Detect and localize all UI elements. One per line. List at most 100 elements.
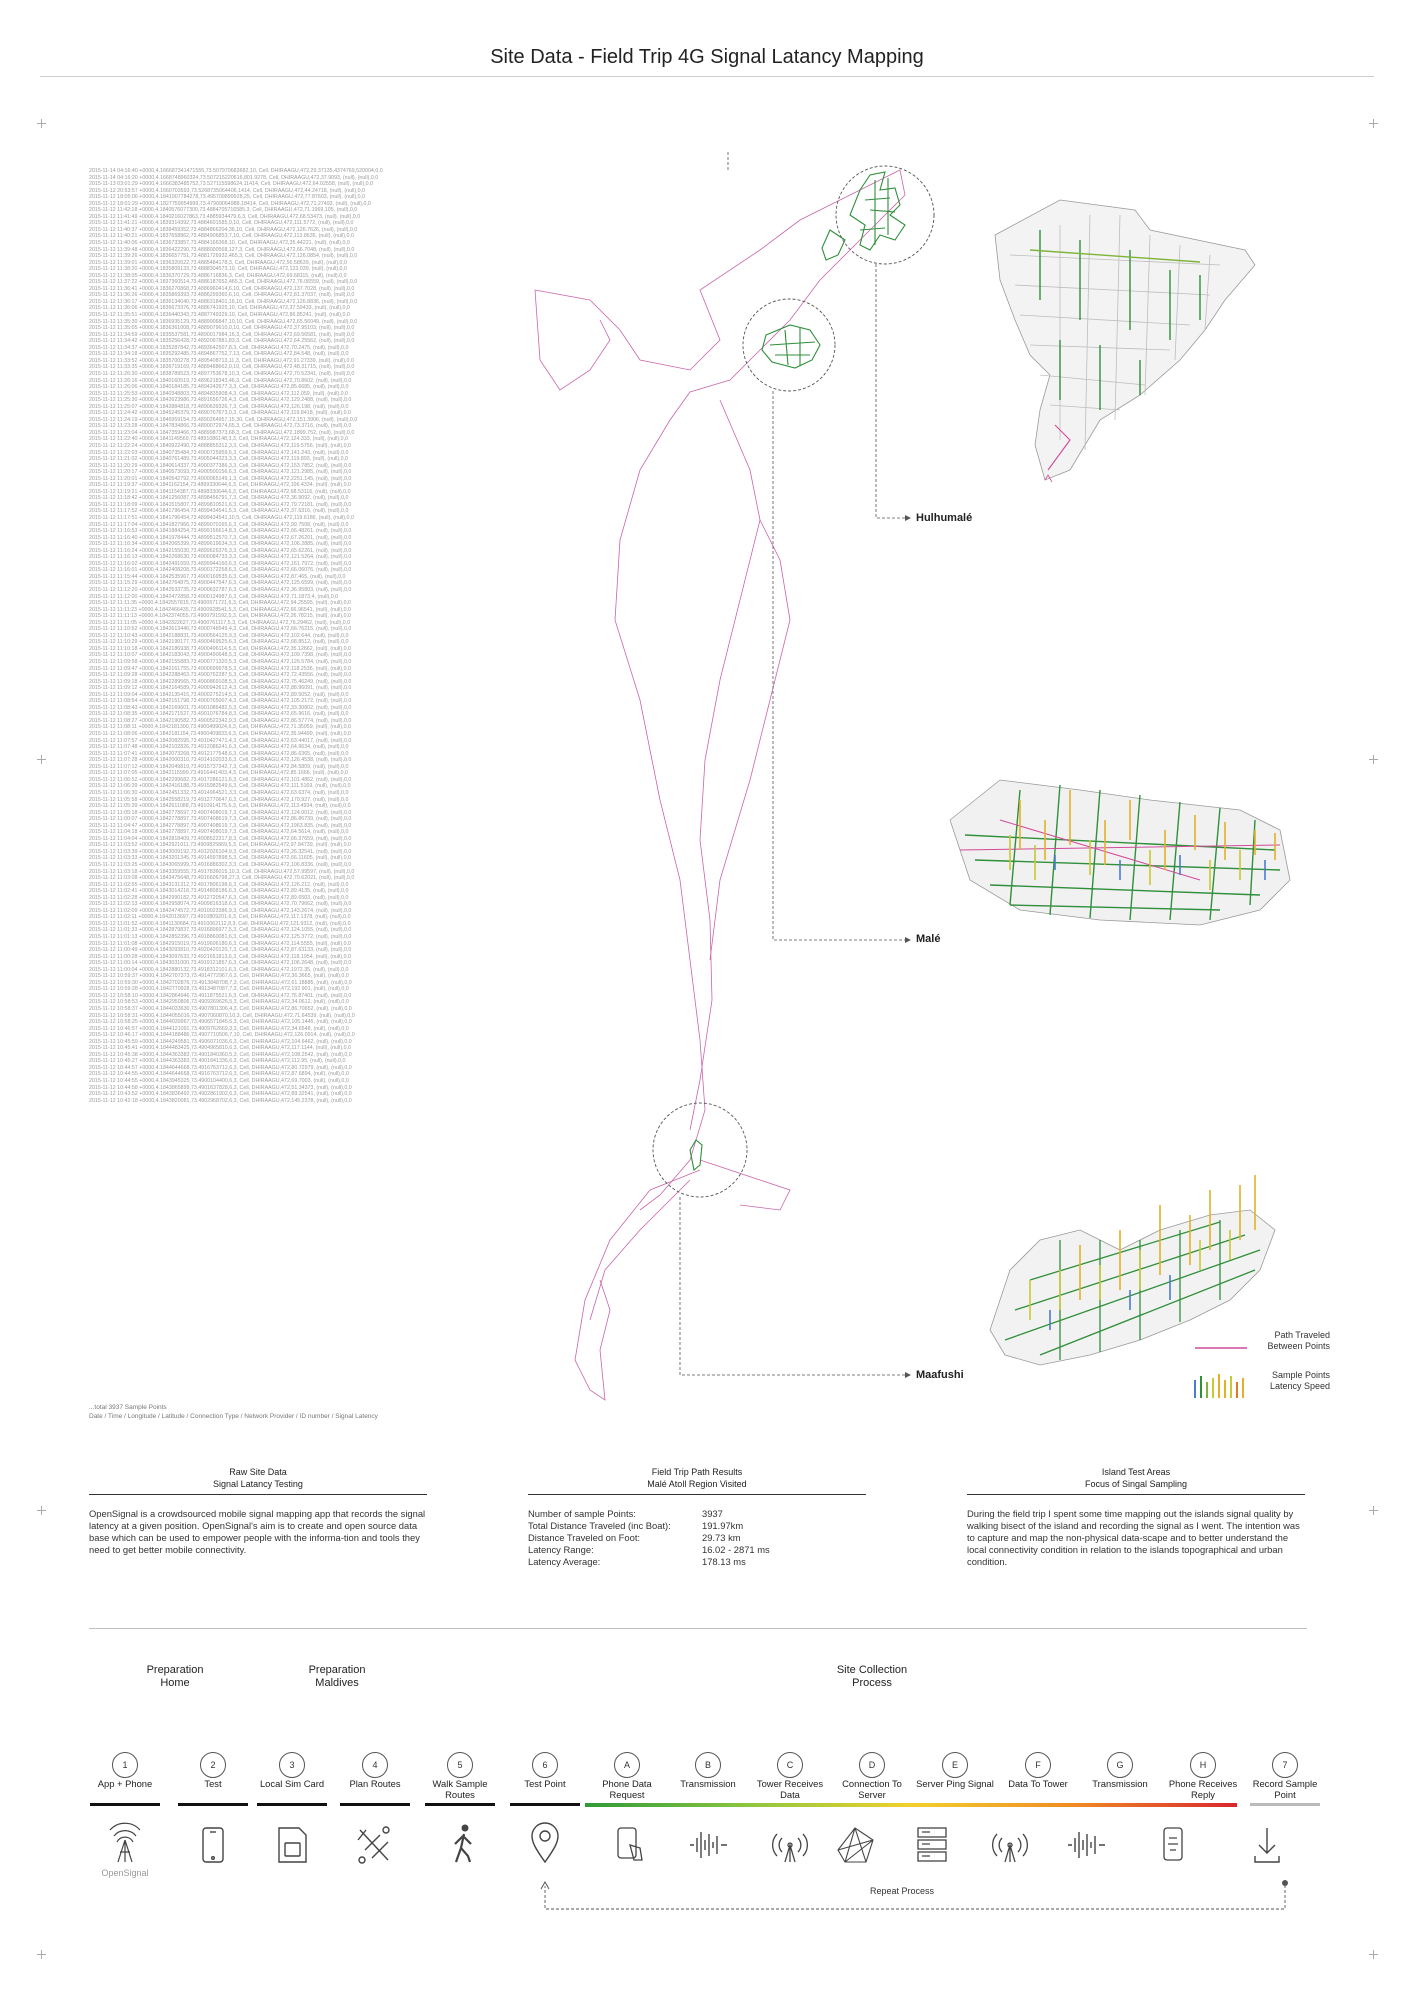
- walking-person-icon: [454, 1824, 472, 1863]
- raw-data-row: 2015-11-12 11:19:37 +0000,4.1841162154,7…: [89, 482, 351, 489]
- phone-signal-icon: [1163, 1827, 1183, 1861]
- island-label-hulhumale: Hulhumalé: [916, 512, 973, 524]
- step-label: Phone Data Request: [602, 1778, 652, 1800]
- step-number-3: 3: [279, 1752, 305, 1778]
- hulhumale-path-sketch: [821, 171, 906, 261]
- raw-data-row: 2015-11-12 11:03:39 +0000,4.1843009192,7…: [89, 848, 352, 855]
- raw-data-row: 2015-11-12 10:58:31 +0000,4.1844055016,7…: [89, 1012, 355, 1019]
- raw-data-row: 2015-11-12 11:00:07 +0000,4.1842778897,7…: [89, 816, 352, 823]
- raw-data-row: 2015-11-12 11:20:01 +0000,4.1840542792,7…: [89, 475, 352, 482]
- raw-data-row: 2015-11-12 11:06:30 +0000,4.1842451332,7…: [89, 789, 349, 796]
- step-label: Walk Sample Routes: [432, 1778, 488, 1800]
- step-number-4: 4: [362, 1752, 388, 1778]
- raw-data-row: 2015-11-12 11:01:08 +0000,4.1842915019,7…: [89, 940, 351, 947]
- map-pin-icon: [531, 1822, 559, 1864]
- raw-data-row: 2015-11-12 11:17:04 +0000,4.1841827966,7…: [89, 521, 349, 528]
- stat-row: Distance Traveled on Foot:29.73 km: [528, 1532, 741, 1543]
- step-number-F: F: [1025, 1752, 1051, 1778]
- raw-data-row: 2015-11-12 11:03:08 +0000,4.1843475648,7…: [89, 875, 355, 882]
- maafushi-3d-model: [989, 1175, 1276, 1366]
- step-bar: [340, 1803, 410, 1806]
- step-number-H: H: [1190, 1752, 1216, 1778]
- raw-data-row: 2015-11-12 11:16:24 +0000,4.1842155030,7…: [89, 547, 352, 554]
- raw-data-row: 2015-11-14 04:16:20 +0000,4.166874896032…: [89, 174, 379, 181]
- raw-data-row: 2015-11-12 11:02:13 +0000,4.1842958074,7…: [89, 901, 352, 908]
- raw-data-row: 2015-11-12 11:11:05 +0000,4.1842322627,7…: [89, 619, 351, 626]
- raw-data-row: 2015-11-12 11:05:58 +0000,4.1842558219,7…: [89, 796, 349, 803]
- registration-mark: [37, 1506, 46, 1515]
- raw-data-row: 2015-11-12 11:08:11 +0000,4.1842181300,7…: [89, 724, 351, 731]
- registration-mark: [37, 119, 46, 128]
- raw-data-row: 2015-11-12 10:42:18 +0000,4.1843820081,7…: [89, 1097, 352, 1104]
- raw-data-row: 2015-11-12 11:02:41 +0000,4.1843014218,7…: [89, 888, 349, 895]
- raw-data-row: 2015-11-12 11:34:37 +0000,4.1835287842,7…: [89, 344, 349, 351]
- raw-data-row: 2015-11-12 11:22:03 +0000,4.1840735484,7…: [89, 449, 349, 456]
- maafushi-latency-bars: [1029, 1175, 1256, 1330]
- results-stats: Number of sample Points:3937 Total Dista…: [528, 1508, 866, 1568]
- raw-data-row: 2015-11-12 11:04:18 +0000,4.1842778897,7…: [89, 829, 349, 836]
- raw-data-row: 2015-11-12 11:01:33 +0000,4.1842879837,7…: [89, 927, 352, 934]
- step-label: Data To Tower: [1008, 1778, 1068, 1789]
- opensignal-tower-icon: [109, 1822, 141, 1863]
- raw-data-row: 2015-11-12 11:03:33 +0000,4.1843201345,7…: [89, 855, 351, 862]
- step-label: Phone Receives Reply: [1168, 1778, 1238, 1800]
- raw-data-row: 2015-11-12 11:11:35 +0000,4.1842557815,7…: [89, 600, 351, 607]
- sim-card-icon: [278, 1827, 307, 1863]
- latency-gradient-bar: [585, 1803, 1237, 1807]
- step-label: Plan Routes: [349, 1778, 401, 1789]
- raw-data-row: 2015-11-12 11:07:57 +0000,4.1842082595,7…: [89, 737, 352, 744]
- field-trip-path-map: [534, 150, 1291, 1401]
- registration-mark: [37, 755, 46, 764]
- raw-data-row: 2015-11-12 11:34:42 +0000,4.1835256428,7…: [89, 338, 355, 345]
- legend-swatches: [1194, 1347, 1247, 1398]
- raw-data-row: 2015-11-12 11:15:44 +0000,4.1842535967,7…: [89, 573, 346, 580]
- raw-data-row: 2015-11-12 11:24:19 +0000,4.1846959154,7…: [89, 416, 358, 423]
- raw-data-row: 2015-11-12 11:36:06 +0000,4.1836673376,7…: [89, 305, 350, 312]
- raw-data-row: 2015-11-12 11:38:05 +0000,4.1836370729,7…: [89, 272, 347, 279]
- raw-data-row: 2015-11-12 10:59:28 +0000,4.1842770928,7…: [89, 986, 349, 993]
- registration-mark: [1369, 1950, 1378, 1959]
- raw-data-row: 2015-11-12 11:09:04 +0000,4.1842135415,7…: [89, 691, 349, 698]
- raw-data-row: 2015-11-12 11:03:18 +0000,4.1843359555,7…: [89, 868, 355, 875]
- raw-data-row: 2015-11-12 11:36:17 +0000,4.1836134040,7…: [89, 298, 358, 305]
- raw-data-row: 2015-11-12 11:00:14 +0000,4.1843031000,7…: [89, 960, 352, 967]
- raw-data-row: 2015-11-12 11:16:13 +0000,4.1842268630,7…: [89, 554, 352, 561]
- download-icon: [1254, 1828, 1280, 1863]
- raw-data-row: 2015-11-12 10:45:41 +0000,4.1844483425,7…: [89, 1045, 351, 1052]
- raw-data-row: 2015-11-12 11:20:29 +0000,4.1840614337,7…: [89, 462, 352, 469]
- raw-data-row: 2015-11-12 11:09:47 +0000,4.1842161755,7…: [89, 665, 351, 672]
- raw-data-row: 2015-11-14 04:16:40 +0000,4.166687341471…: [89, 168, 383, 174]
- raw-data-row: 2015-11-12 11:16:02 +0000,4.1842491659,7…: [89, 560, 352, 567]
- raw-data-row: 2015-11-12 10:45:59 +0000,4.1844249581,7…: [89, 1038, 352, 1045]
- raw-data-row: 2015-11-12 11:00:49 +0000,4.1843093810,7…: [89, 947, 352, 954]
- raw-data-row: 2015-11-12 10:45:27 +0000,4.1844363383,7…: [89, 1058, 346, 1065]
- maafushi-path-sketch: [689, 1139, 703, 1172]
- step-label: App + Phone: [97, 1778, 153, 1789]
- step-label: Transmission: [1092, 1778, 1148, 1789]
- results-heading: Field Trip Path Results Malé Atoll Regio…: [528, 1466, 866, 1495]
- raw-data-row: 2015-11-12 11:26:06 +0000,4.1840184185,7…: [89, 384, 349, 391]
- raw-data-row: 2015-11-12 11:08:06 +0000,4.1842181154,7…: [89, 731, 351, 738]
- page-title: Site Data - Field Trip 4G Signal Latancy…: [490, 46, 924, 68]
- island-areas-heading: Island Test Areas Focus of Singal Sampli…: [967, 1466, 1305, 1495]
- raw-data-row: 2015-11-12 11:01:13 +0000,4.1842852396,7…: [89, 933, 352, 940]
- route-plan-icon: [357, 1826, 390, 1864]
- raw-data-row: 2015-11-12 11:41:21 +0000,4.1839314392,7…: [89, 220, 354, 227]
- raw-data-row: 2015-11-12 11:38:20 +0000,4.1835809133,7…: [89, 266, 347, 273]
- stat-row: Latency Range:16.02 - 2871 ms: [528, 1544, 770, 1555]
- leader-lines: [679, 150, 905, 1376]
- raw-data-row: 2015-11-12 11:37:22 +0000,4.1837360514,7…: [89, 279, 358, 286]
- step-number-C: C: [777, 1752, 803, 1778]
- step-number-5: 5: [447, 1752, 473, 1778]
- raw-data-row: 2015-11-12 11:36:41 +0000,4.1836270868,7…: [89, 285, 355, 292]
- raw-data-row: 2015-11-12 10:58:10 +0000,4.1842864946,7…: [89, 992, 352, 999]
- step-label: Server Ping Signal: [916, 1778, 994, 1789]
- step-label: Connection To Server: [842, 1778, 902, 1800]
- raw-data-row: 2015-11-12 11:22:40 +0000,4.1841149569,7…: [89, 436, 348, 443]
- raw-data-row: 2015-11-12 10:45:38 +0000,4.1844363383,7…: [89, 1051, 352, 1058]
- raw-data-row: 2015-11-12 10:59:30 +0000,4.1842702876,7…: [89, 979, 352, 986]
- stat-row: Number of sample Points:3937: [528, 1508, 723, 1519]
- network-mesh-icon: [837, 1827, 874, 1863]
- raw-data-row: 2015-11-12 11:20:17 +0000,4.1840573093,7…: [89, 469, 352, 476]
